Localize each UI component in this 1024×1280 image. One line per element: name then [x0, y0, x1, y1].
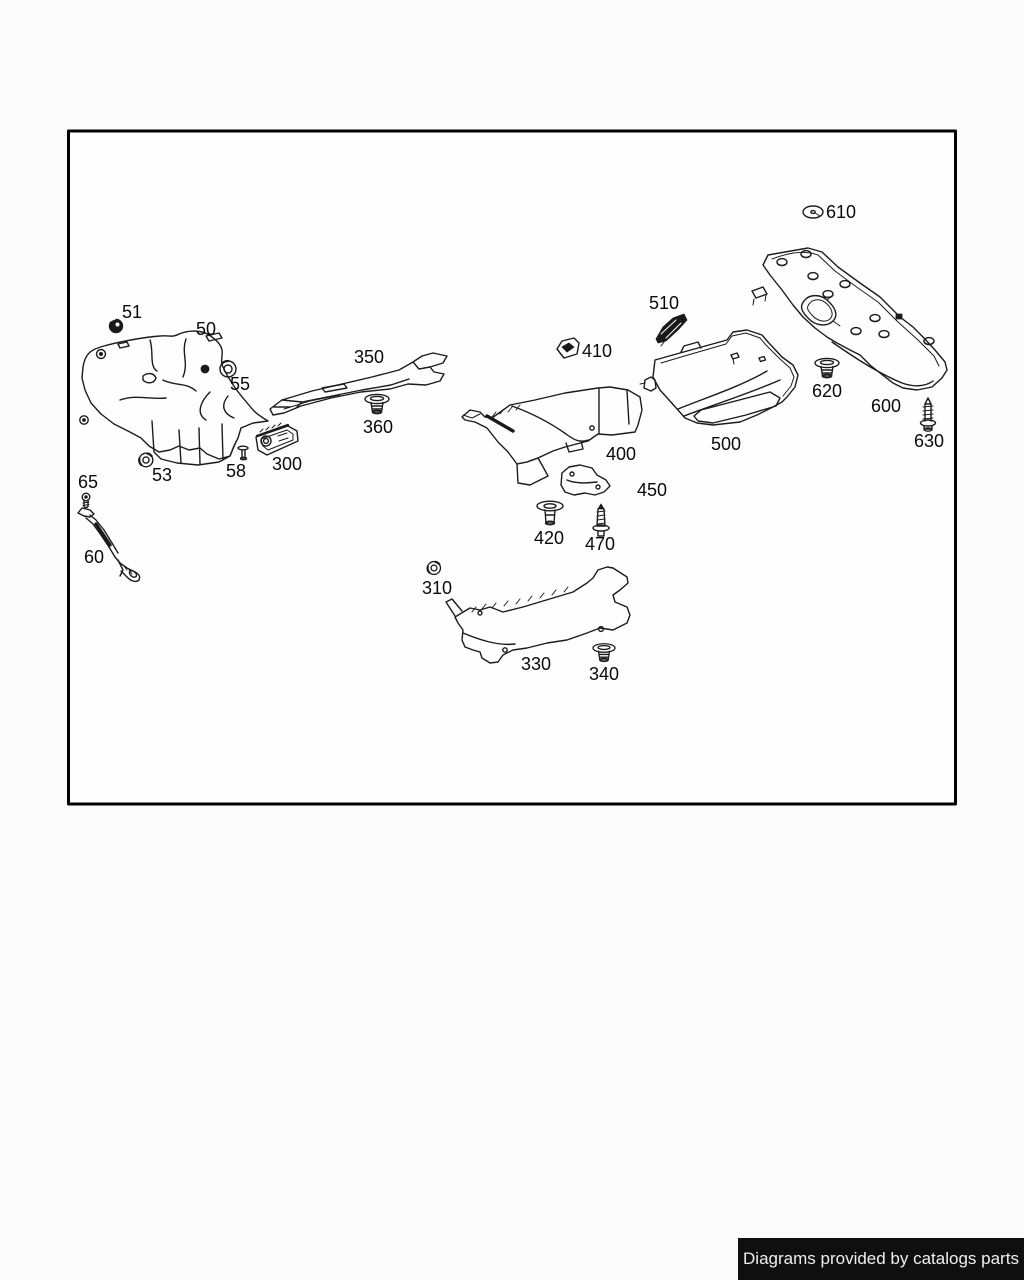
part-label-610: 610: [825, 202, 857, 222]
part-label-50: 50: [195, 319, 217, 339]
part-350-drawing: [269, 352, 448, 416]
part-55-drawing: [219, 359, 237, 378]
part-label-410: 410: [581, 341, 613, 361]
diagram-frame: [67, 129, 957, 806]
part-label-300: 300: [271, 454, 303, 474]
part-label-510: 510: [648, 293, 680, 313]
part-630-drawing: [919, 397, 937, 432]
part-330-drawing: [445, 566, 631, 664]
part-label-65: 65: [77, 472, 99, 492]
part-51-drawing: [108, 318, 124, 334]
part-label-450: 450: [636, 480, 668, 500]
part-500-drawing: [639, 329, 799, 426]
part-label-58: 58: [225, 461, 247, 481]
watermark-bar: Diagrams provided by catalogs parts: [738, 1238, 1024, 1280]
part-label-600: 600: [870, 396, 902, 416]
part-300-drawing: [255, 422, 299, 456]
part-65-drawing: [81, 492, 91, 509]
part-58-drawing: [237, 445, 249, 461]
part-400-drawing: [461, 386, 643, 486]
part-410-drawing: [556, 337, 580, 359]
part-label-340: 340: [588, 664, 620, 684]
part-label-53: 53: [151, 465, 173, 485]
part-label-330: 330: [520, 654, 552, 674]
part-420-drawing: [536, 500, 564, 526]
part-label-360: 360: [362, 417, 394, 437]
part-label-400: 400: [605, 444, 637, 464]
watermark-text: Diagrams provided by catalogs parts: [743, 1249, 1019, 1268]
part-label-55: 55: [229, 374, 251, 394]
part-600-drawing: [751, 247, 948, 391]
part-label-420: 420: [533, 528, 565, 548]
part-label-60: 60: [83, 547, 105, 567]
part-label-51: 51: [121, 302, 143, 322]
part-510-drawing: [655, 313, 688, 347]
part-label-630: 630: [913, 431, 945, 451]
part-label-500: 500: [710, 434, 742, 454]
part-label-350: 350: [353, 347, 385, 367]
part-610-drawing: [802, 205, 824, 219]
part-60-drawing: [77, 507, 141, 583]
part-450-drawing: [560, 464, 611, 496]
part-label-310: 310: [421, 578, 453, 598]
part-label-620: 620: [811, 381, 843, 401]
part-50-drawing: [79, 330, 269, 466]
part-470-drawing: [592, 503, 610, 537]
part-label-470: 470: [584, 534, 616, 554]
